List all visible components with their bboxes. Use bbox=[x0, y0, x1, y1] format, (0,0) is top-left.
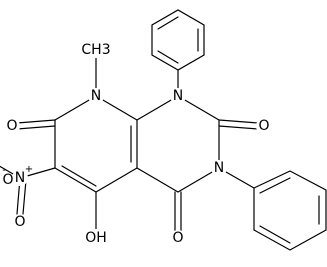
nitro-n-mask bbox=[12, 170, 28, 186]
atom-n3: N bbox=[214, 160, 224, 176]
atom-o2: O bbox=[258, 118, 269, 134]
bond-c6-c5-double bbox=[61, 165, 97, 187]
atom-methyl: CH3 bbox=[81, 42, 110, 58]
charge-nitro-o2: - bbox=[2, 165, 6, 176]
o4-mask bbox=[170, 230, 186, 246]
n3-mask bbox=[211, 160, 227, 176]
bond-nitro-o-double bbox=[22, 179, 27, 215]
atom-nitro-o1: O bbox=[14, 214, 25, 230]
bond-c4-c4a bbox=[136, 167, 179, 193]
nitro-o2-mask bbox=[1, 173, 15, 187]
atom-o7: O bbox=[6, 118, 17, 134]
phenyl-ring-2 bbox=[253, 170, 327, 251]
oh-mask bbox=[82, 229, 110, 247]
phenyl-ring-2-double-c bbox=[259, 225, 291, 244]
bond-c7-o7 bbox=[16, 119, 56, 124]
atom-nitro-n: N bbox=[15, 170, 25, 186]
bond-c2-o2-double bbox=[218, 125, 259, 130]
phenyl-ring-1-double-c bbox=[157, 50, 179, 64]
o2-mask bbox=[256, 118, 272, 134]
nitro-o1-mask bbox=[12, 214, 28, 230]
n8-mask bbox=[88, 88, 104, 104]
o7-mask bbox=[4, 118, 20, 134]
bonds bbox=[0, 9, 327, 251]
phenyl-ring-1 bbox=[151, 9, 205, 71]
atom-o4: O bbox=[172, 230, 183, 246]
phenyl-ring-1-double-a bbox=[157, 16, 179, 30]
bond-c5-c4a bbox=[95, 167, 138, 193]
atom-n8: N bbox=[91, 88, 101, 104]
atom-nitro-o2: O bbox=[2, 172, 13, 188]
n1-mask bbox=[170, 88, 186, 104]
bond-c6-c5 bbox=[54, 167, 97, 193]
bond-c7-o7-double bbox=[16, 125, 56, 130]
phenyl-ring-2-double-a bbox=[259, 177, 291, 194]
charge-nitro-n: + bbox=[25, 164, 33, 175]
atom-n1: N bbox=[173, 88, 183, 104]
bond-c2-o2 bbox=[218, 119, 259, 124]
atom-oh: OH bbox=[85, 230, 107, 246]
methyl-mask bbox=[80, 40, 112, 58]
atom-labels: N N N O O O OH N + O O - CH3 bbox=[1, 40, 272, 247]
